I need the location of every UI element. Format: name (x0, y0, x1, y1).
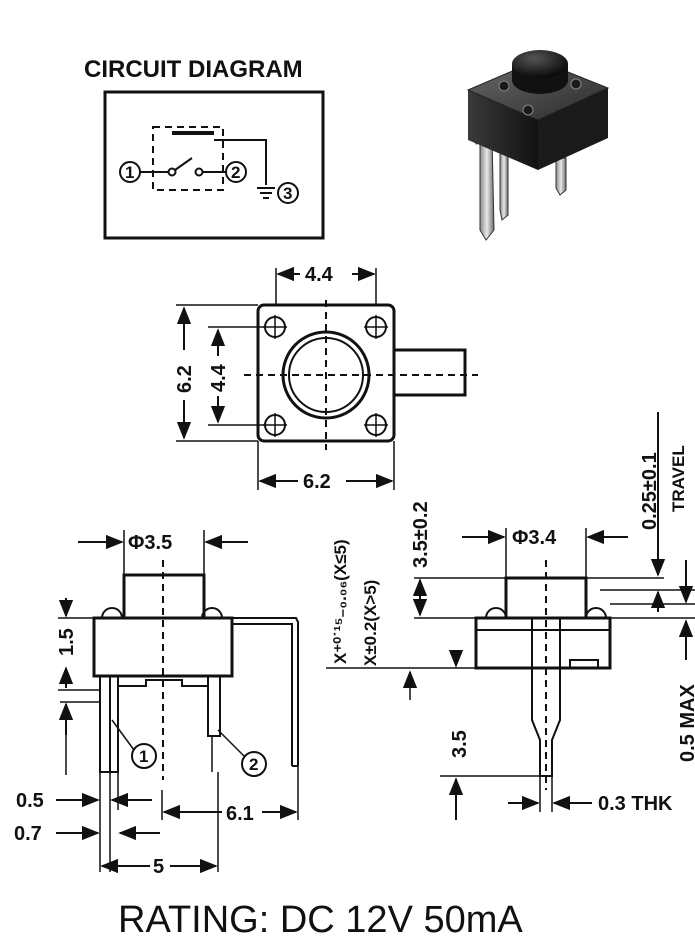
circuit-frame (103, 90, 325, 240)
circuit-pin2-label: 2 (231, 163, 240, 182)
front-pin-width-label: 0.5 (16, 790, 44, 812)
side-travel-label: TRAVEL (669, 445, 688, 512)
front-pin-pitch-label: 0.7 (14, 823, 42, 845)
front-pin1-label: 1 (139, 747, 148, 766)
ground-wire (214, 139, 267, 185)
switch-enclosure (152, 126, 224, 191)
circuit-diagram: CIRCUIT DIAGRAM 1 2 3 (84, 56, 325, 240)
side-x-tolerance-a: X⁺⁰˙¹⁵₋₀.₀₆(X≤5) (331, 539, 350, 664)
circuit-title: CIRCUIT DIAGRAM (84, 56, 303, 83)
front-pin-span-label: 6.1 (226, 803, 254, 825)
top-view: 4.4 6.2 4.4 6.2 (174, 264, 478, 493)
ground-tab-top (394, 348, 467, 397)
pin2-marker (225, 161, 247, 183)
top-width-label: 4.4 (305, 264, 334, 286)
product-photo (466, 50, 610, 241)
front-pin-spacing-label: 5 (153, 856, 164, 878)
side-max-label: 0.5 MAX (677, 684, 695, 762)
side-travel-value: 0.25±0.1 (639, 452, 661, 530)
side-pin (531, 618, 561, 777)
side-diameter-label: Φ3.4 (512, 527, 557, 549)
pin3-marker (277, 182, 299, 204)
top-inner-height-label: 4.4 (208, 363, 230, 392)
switch-blade (174, 157, 193, 171)
front-diameter-label: Φ3.5 (128, 532, 172, 554)
pin1-marker (119, 161, 141, 183)
circuit-pin1-label: 1 (125, 163, 134, 182)
rating-text: RATING: DC 12V 50mA (118, 899, 523, 937)
top-height-label: 6.2 (174, 365, 196, 393)
front-body (92, 616, 234, 678)
top-bottom-width-label: 6.2 (303, 471, 331, 493)
side-pin-length-label: 3.5 (449, 730, 471, 758)
side-body (474, 616, 612, 670)
circuit-pin3-label: 3 (283, 184, 292, 203)
front-view: Φ3.5 1 2 1.5 (14, 530, 299, 878)
front-height-label: 1.5 (56, 628, 78, 656)
side-cap-height-label: 3.5±0.2 (410, 501, 432, 568)
front-pin2-label: 2 (249, 755, 258, 774)
side-x-tolerance-b: X±0.2(X>5) (361, 580, 380, 666)
contact-right (194, 167, 204, 177)
contact-left (167, 167, 177, 177)
side-thickness-label: 0.3 THK (598, 793, 673, 815)
side-view: Φ3.4 3.5±0.2 0.25±0.1 TRAVEL X⁺⁰˙¹⁵₋₀.₀₆… (326, 412, 695, 820)
